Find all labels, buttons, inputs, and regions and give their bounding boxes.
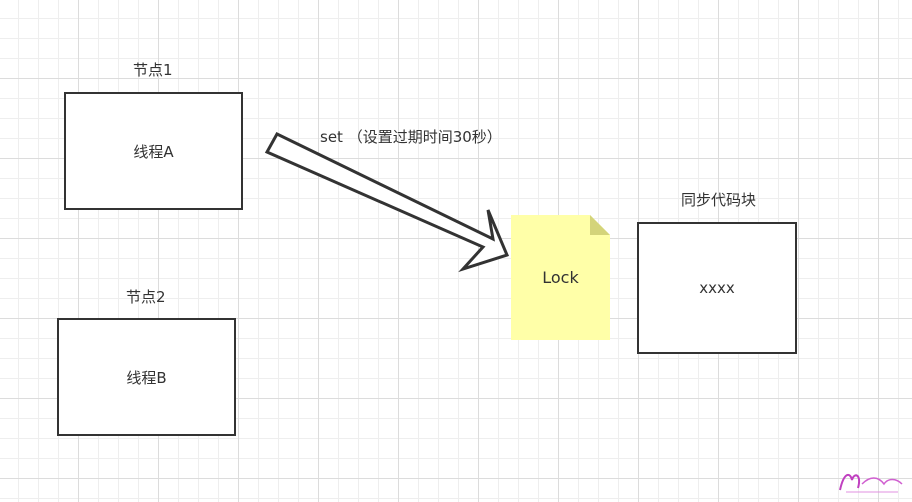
- sync-block-title: 同步代码块: [681, 191, 757, 209]
- lock-note: Lock: [511, 215, 610, 340]
- node1-box: 线程A: [64, 92, 243, 210]
- lock-label: Lock: [542, 268, 579, 287]
- arrow-label: set （设置过期时间30秒）: [320, 128, 502, 146]
- sync-block-content: xxxx: [699, 279, 735, 297]
- node2-box: 线程B: [57, 318, 236, 436]
- node1-thread-label: 线程A: [133, 142, 174, 161]
- sync-block-box: xxxx: [637, 222, 797, 354]
- block-arrow-shape: [264, 132, 510, 273]
- node1-title: 节点1: [133, 61, 173, 79]
- node2-thread-label: 线程B: [126, 368, 167, 387]
- node2-title: 节点2: [126, 288, 166, 306]
- logo-watermark-icon: [832, 466, 908, 496]
- lock-note-shape: [511, 215, 610, 340]
